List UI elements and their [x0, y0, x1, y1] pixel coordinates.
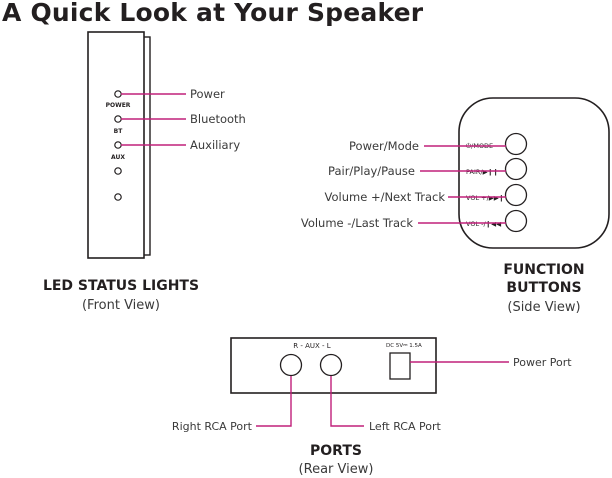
led-4 [114, 167, 122, 175]
vol-up-button[interactable] [504, 183, 528, 207]
left-rca-leader [330, 376, 364, 427]
power-callout: Power [190, 87, 225, 101]
vol-up-button-label: VOL +/▶▶❙ [466, 194, 504, 202]
power-indicator-label: POWER [106, 102, 131, 109]
page-title: A Quick Look at Your Speaker [2, 0, 424, 27]
side-view: ⏻/MODE PAIR/▶❙❙ VOL +/▶▶❙ VOL -/❙◀◀ Powe… [301, 97, 610, 315]
bluetooth-callout: Bluetooth [190, 112, 246, 126]
vol-down-callout: Volume -/Last Track [301, 216, 413, 230]
mode-callout: Power/Mode [349, 139, 419, 153]
side-caption-line1: FUNCTION [503, 262, 584, 278]
auxiliary-callout: Auxiliary [190, 138, 240, 152]
power-port-callout: Power Port [513, 356, 572, 369]
right-rca-callout: Right RCA Port [172, 420, 253, 433]
front-view: POWER BT AUX Power Bluetooth Auxiliary L… [43, 31, 246, 313]
bt-led [114, 115, 122, 123]
front-caption-title: LED STATUS LIGHTS [43, 278, 199, 294]
vol-down-button-label: VOL -/❙◀◀ [466, 220, 501, 228]
led-5 [114, 193, 122, 201]
vol-down-button[interactable] [504, 209, 528, 233]
aux-port-label: R - AUX - L [293, 342, 331, 350]
mode-button[interactable] [504, 132, 528, 156]
side-caption-sub: (Side View) [507, 300, 580, 315]
vol-up-callout: Volume +/Next Track [325, 190, 446, 204]
pair-callout: Pair/Play/Pause [328, 164, 415, 178]
rear-view: R - AUX - L DC 5V⎓ 1.5A Right RCA Port L… [172, 337, 572, 477]
right-rca-leader [256, 376, 292, 427]
side-body [458, 97, 610, 249]
rear-caption-title: PORTS [310, 443, 362, 459]
pair-button[interactable] [504, 157, 528, 181]
rear-caption-sub: (Rear View) [299, 462, 374, 477]
right-rca-port[interactable] [279, 353, 303, 377]
dc-power-port[interactable] [389, 352, 411, 380]
front-caption-sub: (Front View) [82, 298, 160, 313]
left-rca-port[interactable] [319, 353, 343, 377]
left-rca-callout: Left RCA Port [369, 420, 441, 433]
bt-indicator-label: BT [114, 128, 124, 135]
dc-port-label: DC 5V⎓ 1.5A [386, 343, 422, 349]
power-led [114, 90, 122, 98]
side-caption-line2: BUTTONS [506, 280, 581, 296]
pair-button-label: PAIR/▶❙❙ [466, 168, 498, 176]
aux-led [114, 141, 122, 149]
aux-indicator-label: AUX [111, 154, 125, 161]
